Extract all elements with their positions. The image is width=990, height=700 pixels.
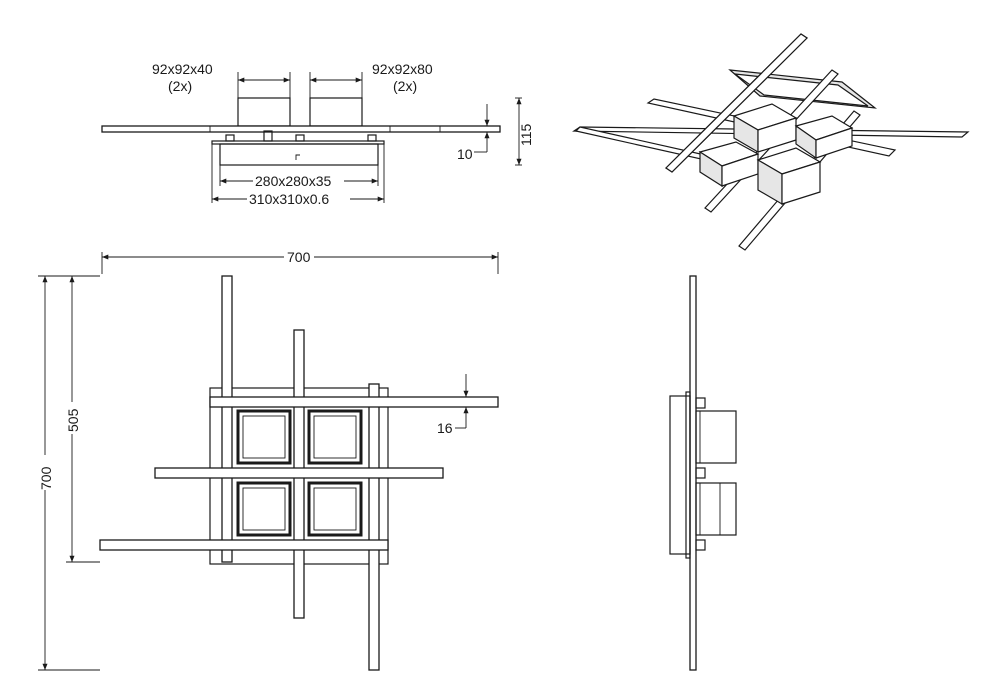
- iso-module-1: [732, 103, 798, 154]
- horizontal-bar-top: [209, 396, 499, 408]
- vertical-bar-right: [368, 383, 380, 671]
- top-view: 700 700 505 16: [38, 249, 499, 671]
- module-small-label: 92x92x40: [152, 61, 213, 77]
- bar-thickness-label: 10: [457, 146, 473, 162]
- side-module-large: [695, 482, 737, 536]
- vertical-bar-left: [221, 275, 233, 563]
- plate-label: 310x310x0.6: [249, 191, 329, 207]
- top-module-3: [236, 481, 292, 537]
- isometric-view: [572, 33, 970, 251]
- horizontal-bar-bottom: [99, 539, 389, 551]
- base-label: 280x280x35: [255, 173, 332, 189]
- width-label: 700: [287, 249, 311, 265]
- front-bar: [101, 125, 501, 133]
- top-module-2: [307, 409, 363, 465]
- side-module-small: [695, 410, 737, 464]
- side-view: [669, 275, 737, 671]
- horizontal-bar-middle: [154, 467, 444, 479]
- side-bar: [689, 275, 697, 671]
- front-base: [219, 143, 379, 166]
- side-base: [669, 395, 691, 555]
- module-large: [309, 97, 363, 127]
- top-module-4: [307, 481, 363, 537]
- top-module-1: [236, 409, 292, 465]
- iso-module-4: [756, 147, 822, 206]
- module-large-count: (2x): [393, 78, 417, 94]
- height-label: 700: [38, 466, 54, 490]
- iso-module-3: [698, 141, 760, 188]
- module-small-count: (2x): [168, 78, 192, 94]
- module-small: [237, 97, 291, 127]
- front-view: 92x92x40 (2x) 92x92x80 (2x) 280x280x35 3…: [101, 61, 534, 207]
- iso-module-2: [794, 115, 854, 160]
- module-large-label: 92x92x80: [372, 61, 433, 77]
- total-height-label: 115: [518, 123, 534, 146]
- bar-width-label: 16: [437, 420, 453, 436]
- inner-height-label: 505: [65, 408, 81, 432]
